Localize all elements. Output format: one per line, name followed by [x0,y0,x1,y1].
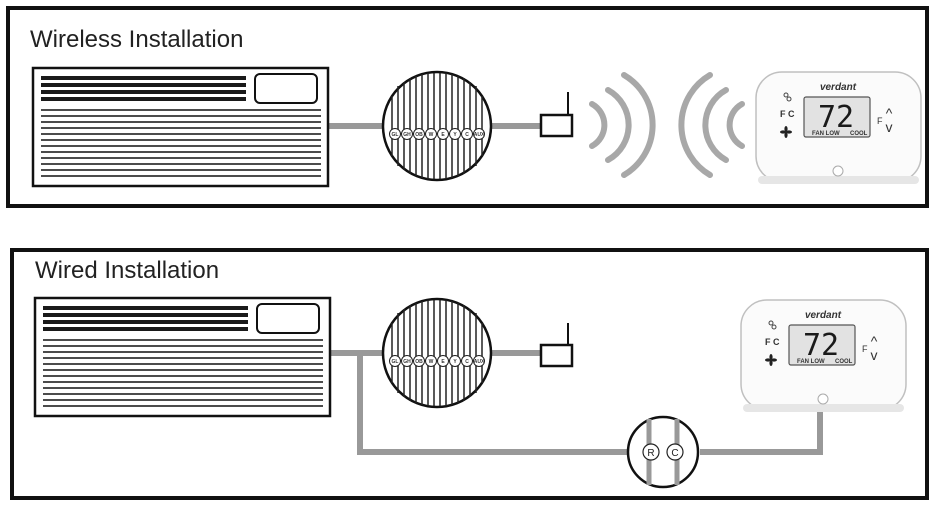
wireless-terminal-ob-ring [413,128,425,140]
wired-terminal-w-label: W [429,359,434,365]
wireless-thermostat-fan-label: FAN LOW [812,131,840,137]
wireless-terminal-e-ring [437,128,449,140]
wireless-signal-waves [589,72,745,178]
c-terminal-label: C [671,448,678,459]
wired-receiver [539,323,574,368]
wireless-panel-title: Wireless Installation [30,26,243,53]
wired-thermostat-down-arrow: v [871,347,878,363]
wired-panel: Wired Installation GL GH OB W E Y C AUX R [10,248,929,500]
wired-terminal-gh-ring [401,355,413,367]
wireless-thermostat-brand: verdant [820,82,857,93]
wireless-receiver [539,92,574,138]
wireless-thermostat-unit: F [877,116,883,126]
wired-terminal-c-ring [461,355,473,367]
wireless-terminal-aux-label: AUX [474,132,485,138]
wired-terminal-c-label: C [465,359,469,365]
wired-thermostat-unit: F [862,344,868,354]
wired-terminal-ob-label: OB [415,359,423,365]
wireless-terminal-y-label: Y [453,132,457,138]
wired-terminal-e-label: E [441,359,445,365]
wired-terminal-y-ring [449,355,461,367]
wireless-terminal-block: GL GH OB W E Y C AUX [381,70,493,182]
wired-thermostat-cool-label: COOL [835,359,853,365]
wired-terminal-w-ring [425,355,437,367]
r-terminal-label: R [647,448,654,459]
wireless-thermostat-cool-label: COOL [850,131,868,137]
wireless-terminal-ob-label: OB [415,132,423,138]
wireless-terminal-e-label: E [441,132,445,138]
rc-connector: R C [626,415,700,489]
wireless-terminal-gh-ring [401,128,413,140]
wireless-terminal-y-ring [449,128,461,140]
wireless-terminal-w-label: W [429,132,434,138]
wired-thermostat-mode-label: F C [765,337,780,347]
wired-ptac-unit [33,296,332,418]
wired-terminal-gl-ring [389,355,401,367]
wired-thermostat-fan-label: FAN LOW [797,359,825,365]
wired-thermostat-up-arrow: ^ [871,333,878,349]
wired-thermostat-brand: verdant [805,310,842,321]
wireless-thermostat-temperature: 72 [818,100,854,135]
wired-terminal-aux-ring [473,355,485,367]
wired-terminal-gh-label: GH [403,359,411,365]
wireless-thermostat-mode-label: F C [780,109,795,119]
wireless-ptac-unit [31,66,330,188]
wireless-terminal-c-label: C [465,132,469,138]
wireless-terminal-aux-ring [473,128,485,140]
wireless-terminal-gl-label: GL [392,132,399,138]
wireless-thermostat-down-arrow: v [886,119,893,135]
wireless-terminal-w-ring [425,128,437,140]
wireless-terminal-gh-label: GH [403,132,411,138]
wired-terminal-aux-label: AUX [474,359,485,365]
wired-thermostat-temperature: 72 [803,328,839,363]
wired-panel-title: Wired Installation [35,257,219,284]
wireless-thermostat-up-arrow: ^ [886,105,893,121]
wired-terminal-e-ring [437,355,449,367]
wired-terminal-gl-label: GL [392,359,399,365]
wireless-terminal-c-ring [461,128,473,140]
wired-terminal-ob-ring [413,355,425,367]
wireless-panel: Wireless Installation GL GH OB W E Y C AUX verd… [6,6,929,208]
wireless-thermostat: verdant 72 F F C FAN LOW COOL ^v [755,71,922,185]
wireless-terminal-gl-ring [389,128,401,140]
wired-terminal-block: GL GH OB W E Y C AUX [381,297,493,409]
wired-thermostat: verdant 72 F F C FAN LOW COOL ^v [740,299,907,413]
wired-terminal-y-label: Y [453,359,457,365]
